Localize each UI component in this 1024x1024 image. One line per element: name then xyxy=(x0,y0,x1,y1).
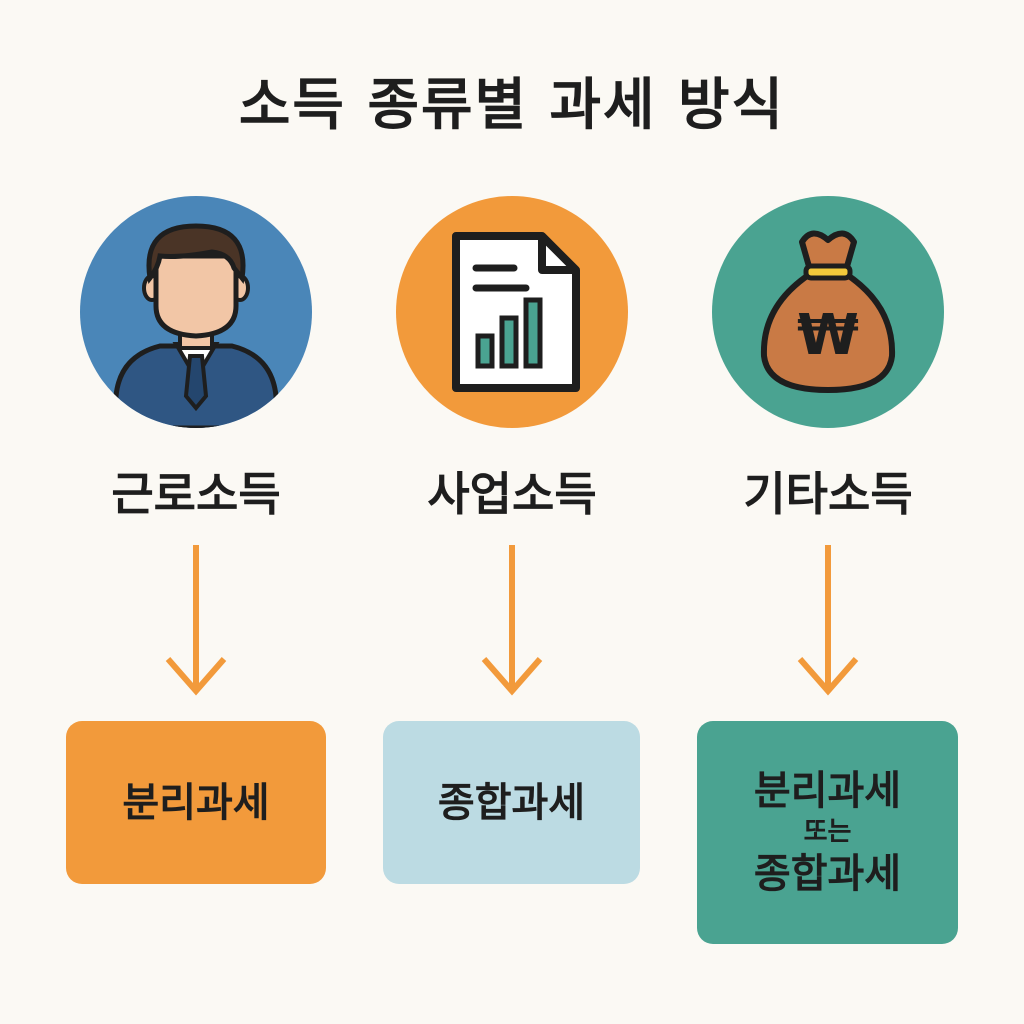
result-box-either: 분리과세 또는 종합과세 xyxy=(697,721,958,944)
result-text: 분리과세 xyxy=(753,767,902,814)
arrow-down-icon xyxy=(797,545,859,696)
money-bag-icon: ₩ xyxy=(760,230,896,393)
won-icon: ₩ xyxy=(797,303,859,368)
arrow-down-icon xyxy=(165,545,227,696)
document-chart-icon xyxy=(452,232,580,392)
income-label-other: 기타소득 xyxy=(743,467,913,521)
result-text-or: 또는 xyxy=(803,816,852,847)
result-text: 종합과세 xyxy=(753,851,902,898)
employee-circle xyxy=(80,196,312,428)
result-text: 분리과세 xyxy=(122,779,270,826)
page-title: 소득 종류별 과세 방식 xyxy=(238,73,786,138)
result-text: 종합과세 xyxy=(437,779,586,826)
income-label-employment: 근로소득 xyxy=(111,467,281,521)
arrow-down-icon xyxy=(481,545,543,696)
business-circle xyxy=(396,196,628,428)
result-box-comprehensive: 종합과세 xyxy=(383,721,640,884)
businessman-icon xyxy=(113,223,279,428)
result-box-separate: 분리과세 xyxy=(66,721,326,884)
income-label-business: 사업소득 xyxy=(427,467,597,521)
other-income-circle: ₩ xyxy=(712,196,944,428)
